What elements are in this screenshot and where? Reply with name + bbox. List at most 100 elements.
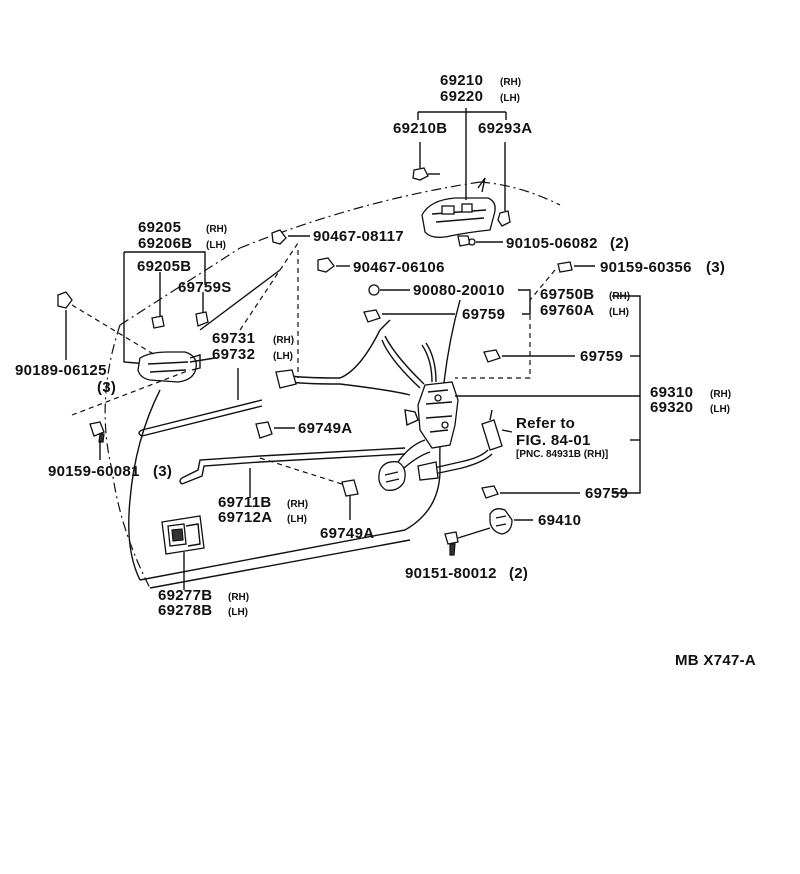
label-69749A-a: 69749A bbox=[298, 420, 352, 437]
svg-text:Refer to: Refer to bbox=[516, 415, 575, 432]
svg-text:(LH): (LH) bbox=[273, 351, 293, 362]
svg-text:69760A: 69760A bbox=[540, 302, 594, 319]
label-90151-80012: 90151-80012 (2) bbox=[405, 565, 528, 582]
label-69760A: 69760A (LH) bbox=[540, 302, 629, 319]
label-69320: 69320 (LH) bbox=[650, 399, 730, 416]
svg-text:(2): (2) bbox=[509, 565, 528, 582]
svg-text:(RH): (RH) bbox=[609, 291, 630, 302]
svg-text:69277B: 69277B bbox=[158, 587, 212, 604]
svg-text:90105-06082: 90105-06082 bbox=[506, 235, 598, 252]
svg-text:(LH): (LH) bbox=[206, 240, 226, 251]
svg-text:(LH): (LH) bbox=[228, 607, 248, 618]
svg-text:(3): (3) bbox=[97, 379, 116, 396]
screw-69205B bbox=[151, 272, 165, 329]
svg-text:69205: 69205 bbox=[138, 219, 181, 236]
screw-90159-60356 bbox=[455, 261, 595, 379]
svg-text:(RH): (RH) bbox=[206, 224, 227, 235]
label-69749A-b: 69749A bbox=[320, 525, 374, 542]
clip-69749A-a bbox=[255, 421, 295, 439]
svg-text:90151-80012: 90151-80012 bbox=[405, 565, 497, 582]
nut-90189-06125 bbox=[57, 291, 73, 360]
svg-text:90159-60081: 90159-60081 bbox=[48, 463, 140, 480]
inner-handle-upper bbox=[417, 108, 507, 238]
label-69711B: 69711B (RH) bbox=[218, 494, 308, 511]
svg-text:(LH): (LH) bbox=[500, 93, 520, 104]
svg-text:(2): (2) bbox=[610, 235, 629, 252]
bracket-right bbox=[612, 295, 641, 494]
clip-69759-top bbox=[363, 289, 531, 323]
svg-text:(LH): (LH) bbox=[609, 307, 629, 318]
clip-90467-08117 bbox=[199, 229, 310, 331]
clip-69759-mid bbox=[483, 349, 575, 363]
label-69278B: 69278B (LH) bbox=[158, 602, 248, 619]
clip-69293A bbox=[497, 142, 511, 227]
label-69210B: 69210B bbox=[393, 120, 447, 137]
label-69759S: 69759S bbox=[178, 279, 232, 296]
label-90189-06125: 90189-06125(3) bbox=[15, 362, 116, 396]
refer-note: Refer to FIG. 84-01 [PNC. 84931B (RH)] bbox=[516, 415, 608, 460]
svg-text:69278B: 69278B bbox=[158, 602, 212, 619]
footer-code: MB X747-A bbox=[675, 652, 756, 669]
rod-69731 bbox=[138, 368, 263, 437]
inner-handle-left bbox=[71, 251, 216, 416]
svg-text:(LH): (LH) bbox=[710, 404, 730, 415]
clip-69759S bbox=[195, 292, 209, 327]
svg-text:69210: 69210 bbox=[440, 72, 483, 89]
clip-69210B bbox=[412, 142, 440, 181]
door-lock-assembly bbox=[381, 335, 640, 449]
striker-69410 bbox=[489, 508, 533, 535]
label-69293A: 69293A bbox=[478, 120, 532, 137]
svg-text:90189-06125: 90189-06125 bbox=[15, 362, 107, 379]
svg-text:(RH): (RH) bbox=[228, 592, 249, 603]
svg-text:(3): (3) bbox=[153, 463, 172, 480]
label-69731: 69731 (RH) bbox=[212, 330, 294, 347]
svg-text:FIG. 84-01: FIG. 84-01 bbox=[516, 432, 591, 449]
label-69759-bottom: 69759 bbox=[585, 485, 628, 502]
label-90467-08117: 90467-08117 bbox=[313, 228, 404, 245]
svg-text:69220: 69220 bbox=[440, 88, 483, 105]
bezel-69277B bbox=[161, 515, 205, 590]
svg-text:69206B: 69206B bbox=[138, 235, 192, 252]
label-90080-20010: 90080-20010 bbox=[413, 282, 505, 299]
label-90159-60081: 90159-60081 (3) bbox=[48, 463, 172, 480]
svg-text:(3): (3) bbox=[706, 259, 725, 276]
label-69732: 69732 (LH) bbox=[212, 346, 293, 363]
label-90467-06106: 90467-06106 bbox=[353, 259, 445, 276]
label-69410: 69410 bbox=[538, 512, 581, 529]
svg-text:(LH): (LH) bbox=[287, 514, 307, 525]
label-69205: 69205 (RH) bbox=[138, 219, 227, 236]
screw-90105-06082 bbox=[457, 235, 503, 247]
clip-69749A-b bbox=[341, 479, 359, 520]
svg-text:(RH): (RH) bbox=[500, 77, 521, 88]
grommet-90080-20010 bbox=[368, 284, 410, 296]
svg-text:69731: 69731 bbox=[212, 330, 255, 347]
screw-90159-60081 bbox=[89, 421, 105, 460]
svg-text:[PNC. 84931B (RH)]: [PNC. 84931B (RH)] bbox=[516, 449, 608, 460]
label-69310: 69310 (RH) bbox=[650, 384, 731, 401]
label-69750B: 69750B (RH) bbox=[540, 286, 630, 303]
rod-69711B bbox=[179, 447, 406, 498]
svg-text:69711B: 69711B bbox=[218, 494, 272, 511]
svg-text:(RH): (RH) bbox=[287, 499, 308, 510]
screw-90151-80012 bbox=[444, 527, 491, 556]
label-69205B: 69205B bbox=[137, 258, 191, 275]
label-69210: 69210 (RH) bbox=[440, 72, 521, 89]
label-69759-mid: 69759 bbox=[580, 348, 623, 365]
svg-text:69320: 69320 bbox=[650, 399, 693, 416]
label-69759-top: 69759 bbox=[462, 306, 505, 323]
svg-text:(RH): (RH) bbox=[273, 335, 294, 346]
svg-text:90159-60356: 90159-60356 bbox=[600, 259, 692, 276]
svg-text:69750B: 69750B bbox=[540, 286, 594, 303]
label-69220: 69220 (LH) bbox=[440, 88, 520, 105]
svg-text:69732: 69732 bbox=[212, 346, 255, 363]
label-90159-60356: 90159-60356 (3) bbox=[600, 259, 725, 276]
svg-text:69712A: 69712A bbox=[218, 509, 272, 526]
svg-text:(RH): (RH) bbox=[710, 389, 731, 400]
lock-actuator-wiring bbox=[378, 409, 513, 491]
clip-90467-06106 bbox=[297, 250, 350, 378]
label-69206B: 69206B (LH) bbox=[138, 235, 226, 252]
label-69277B: 69277B (RH) bbox=[158, 587, 249, 604]
label-69712A: 69712A (LH) bbox=[218, 509, 307, 526]
svg-text:69310: 69310 bbox=[650, 384, 693, 401]
